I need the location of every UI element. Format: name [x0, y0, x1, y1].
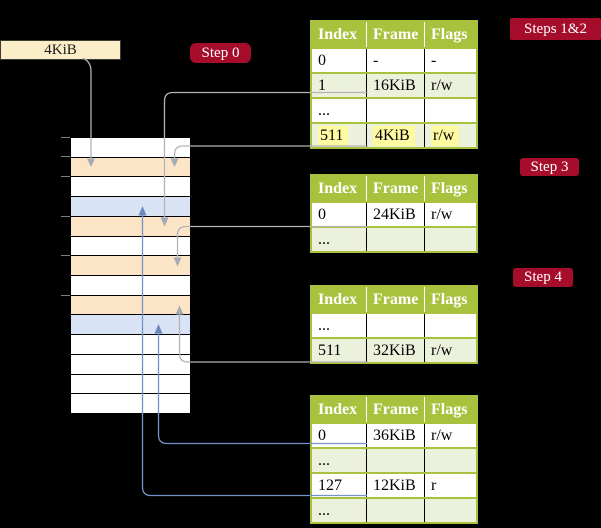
page-table-level-4: Index Frame Flags 0 36KiB r/w ... 127 12… — [310, 395, 478, 524]
col-header-frame: Frame — [366, 396, 425, 423]
table-header-row: Index Frame Flags — [311, 21, 477, 48]
badge-step-3-label: Step 3 — [530, 158, 569, 175]
memory-row-frame-a — [71, 295, 190, 316]
col-header-frame: Frame — [366, 175, 425, 202]
col-header-frame: Frame — [366, 21, 425, 48]
badge-step-0-label: Step 0 — [201, 44, 240, 61]
table-row: 0 24KiB r/w — [311, 201, 477, 227]
table-header-row: Index Frame Flags — [311, 286, 477, 313]
memory-row-frame-a — [71, 157, 190, 178]
memory-row-plain — [71, 177, 190, 198]
col-header-index: Index — [311, 175, 367, 202]
address-tick — [61, 176, 70, 177]
page-table-level-2: Index Frame Flags 0 24KiB r/w ... — [310, 174, 478, 253]
table-row: ... — [311, 312, 477, 338]
address-tick — [61, 137, 70, 138]
memory-row-plain — [71, 374, 190, 395]
col-header-index: Index — [311, 396, 367, 423]
table-row: 0 - - — [311, 47, 477, 73]
address-tick — [61, 295, 70, 296]
address-tick — [61, 156, 70, 157]
badge-step-4: Step 4 — [513, 268, 573, 287]
highlighted-cell: 4KiB — [373, 125, 415, 146]
memory-row-frame-b — [71, 197, 190, 217]
col-header-flags: Flags — [424, 396, 477, 423]
table-header-row: Index Frame Flags — [311, 175, 477, 202]
table-row-highlighted: 511 4KiB r/w — [311, 122, 477, 148]
physical-memory-stack — [70, 137, 191, 414]
table-row: ... — [311, 497, 477, 523]
address-tick — [61, 255, 70, 256]
memory-row-plain — [71, 354, 190, 375]
memory-row-plain — [71, 394, 190, 414]
highlighted-cell: r/w — [431, 125, 460, 146]
col-header-frame: Frame — [366, 286, 425, 313]
badge-steps-1-2-label: Steps 1&2 — [524, 20, 587, 37]
badge-steps-1-2: Steps 1&2 — [510, 18, 601, 40]
memory-row-frame-b — [71, 315, 190, 336]
arrow-l1-entry511-to-frame — [170, 145, 368, 167]
page-size-box: 4KiB — [0, 40, 121, 60]
col-header-flags: Flags — [424, 21, 477, 48]
table-row: 127 12KiB r — [311, 472, 477, 498]
highlighted-cell: 511 — [318, 125, 349, 146]
badge-step-4-label: Step 4 — [524, 269, 562, 285]
table-row: ... — [311, 226, 477, 252]
page-table-level-1: Index Frame Flags 0 - - 1 16KiB r/w ... … — [310, 20, 478, 149]
memory-row-frame-a — [71, 216, 190, 237]
page-size-label: 4KiB — [44, 41, 77, 58]
memory-row-plain — [71, 276, 190, 296]
page-table-level-3: Index Frame Flags ... 511 32KiB r/w — [310, 285, 478, 364]
table-row: 511 32KiB r/w — [311, 337, 477, 363]
badge-step-3: Step 3 — [520, 158, 579, 176]
table-row: 1 16KiB r/w — [311, 72, 477, 98]
memory-row-frame-a — [71, 256, 190, 277]
memory-row-plain — [71, 335, 190, 355]
badge-step-0: Step 0 — [190, 43, 251, 63]
col-header-index: Index — [311, 286, 367, 313]
col-header-index: Index — [311, 21, 367, 48]
address-tick — [61, 216, 70, 217]
table-header-row: Index Frame Flags — [311, 396, 477, 423]
memory-row-plain — [71, 138, 190, 158]
col-header-flags: Flags — [424, 175, 477, 202]
table-row: 0 36KiB r/w — [311, 422, 477, 448]
table-row: ... — [311, 97, 477, 123]
col-header-flags: Flags — [424, 286, 477, 313]
memory-row-plain — [71, 236, 190, 257]
table-row: ... — [311, 447, 477, 473]
